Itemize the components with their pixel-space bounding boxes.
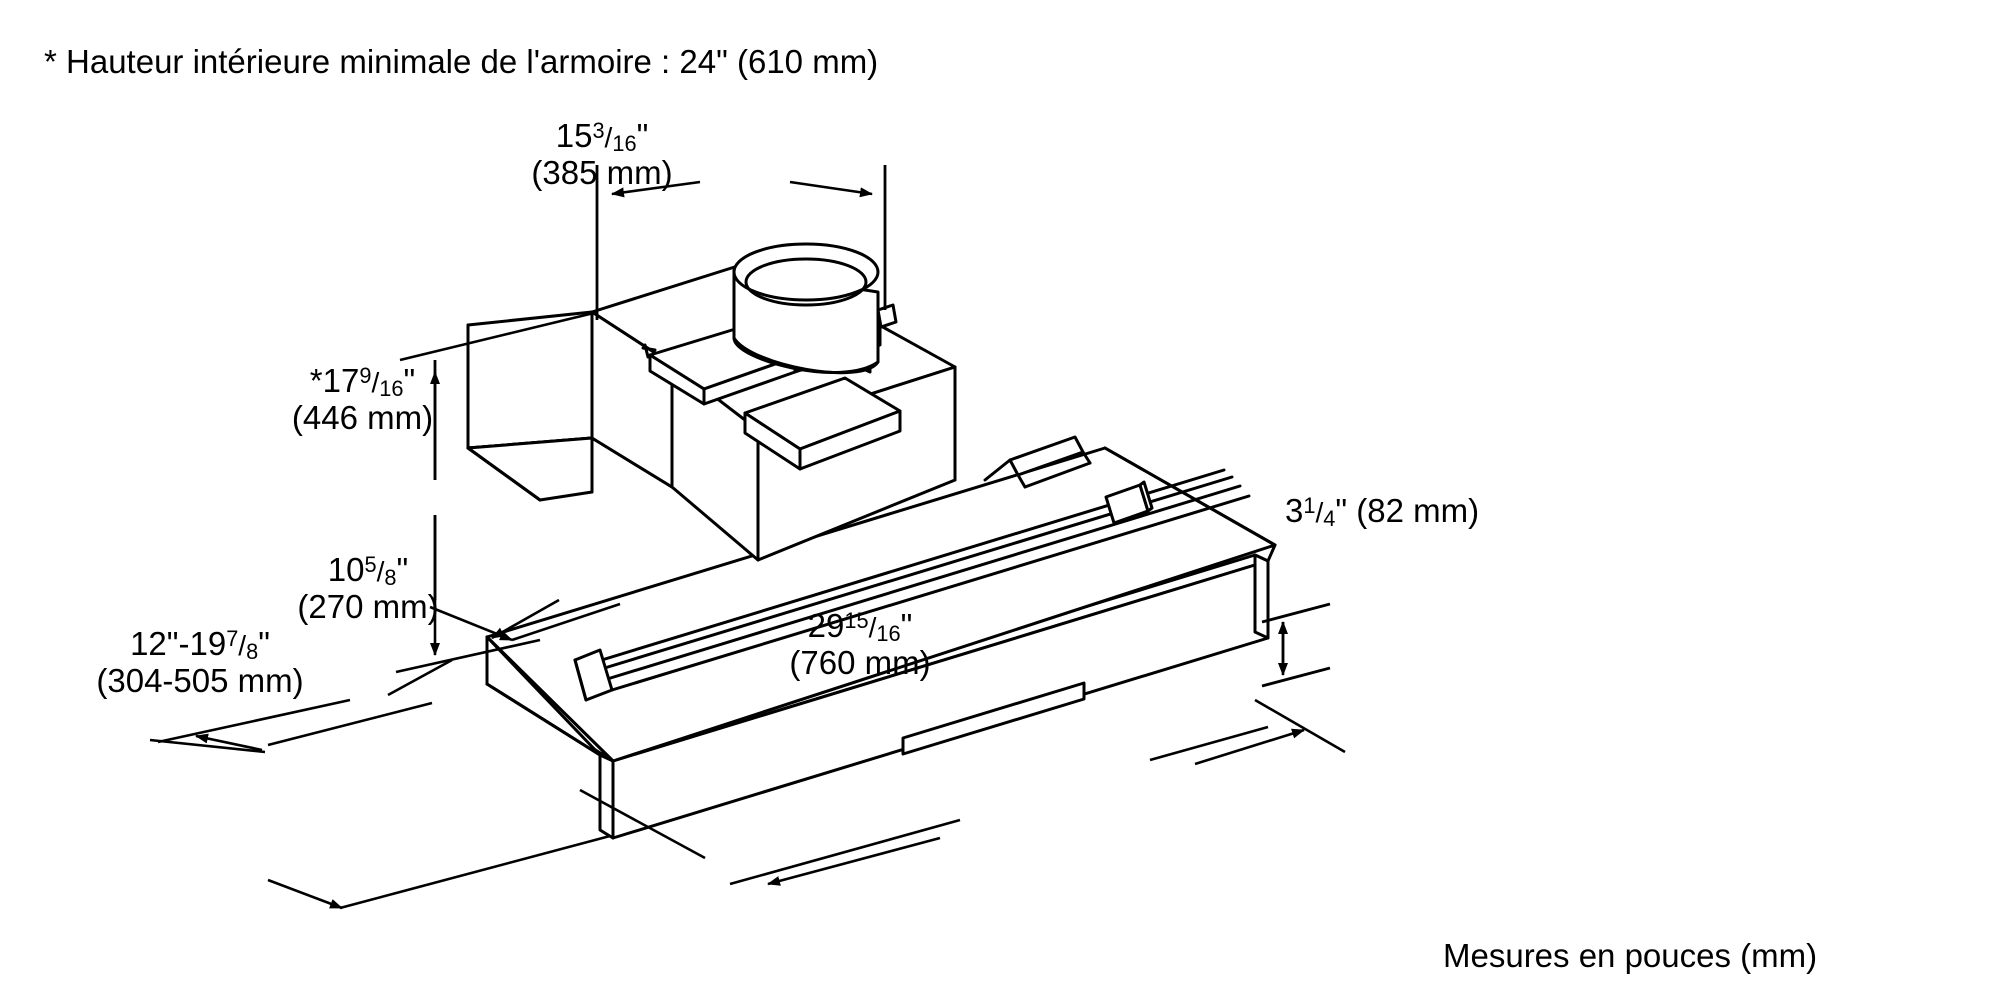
dimension-depth-top-inches: 153/16" bbox=[555, 117, 649, 156]
baffle-box bbox=[743, 376, 902, 471]
dim-line-width-bottom bbox=[579, 698, 1346, 886]
dim-line-depth-lower bbox=[387, 598, 621, 697]
dimension-depth-lower: 105/8" (270 mm) bbox=[253, 551, 483, 626]
dimension-depth-top-mm: (385 mm) bbox=[531, 153, 673, 191]
dimension-height-left-inches: *179/16" bbox=[309, 362, 416, 401]
dimension-width-bottom-mm: (760 mm) bbox=[789, 643, 931, 681]
units-footer-note: Mesures en pouces (mm) bbox=[1443, 937, 1818, 974]
hood-base-deck bbox=[485, 446, 1277, 763]
dimension-range-left: 12"-197/8" (304-505 mm) bbox=[70, 625, 330, 700]
dimension-range-left-mm: (304-505 mm) bbox=[96, 661, 304, 699]
slide-rail-assembly bbox=[573, 468, 1251, 702]
dimension-depth-top: 153/16" (385 mm) bbox=[487, 117, 717, 192]
dimension-height-right-inches: 31/4" (82 mm) bbox=[1285, 492, 1480, 531]
dim-line-depth-top bbox=[595, 165, 887, 320]
dimension-width-bottom: 2915/16" (760 mm) bbox=[745, 607, 975, 682]
dimension-height-right: 31/4" (82 mm) bbox=[1285, 492, 1545, 531]
cabinet-height-note: * Hauteur intérieure minimale de l'armoi… bbox=[44, 43, 879, 80]
dimension-height-left-mm: (446 mm) bbox=[291, 398, 434, 436]
dimension-range-left-inches: 12"-197/8" bbox=[130, 625, 270, 664]
duct-collar bbox=[732, 242, 898, 375]
dimension-height-left: *179/16" (446 mm) bbox=[255, 362, 470, 437]
dim-line-height-right bbox=[1261, 602, 1331, 688]
dimension-depth-lower-mm: (270 mm) bbox=[297, 587, 439, 625]
dim-line-height-left bbox=[395, 310, 599, 674]
dim-line-range-left bbox=[149, 698, 611, 910]
mounting-bracket-right bbox=[983, 435, 1154, 525]
dimension-depth-lower-inches: 105/8" bbox=[327, 551, 409, 590]
dimension-width-bottom-inches: 2915/16" bbox=[807, 607, 913, 646]
